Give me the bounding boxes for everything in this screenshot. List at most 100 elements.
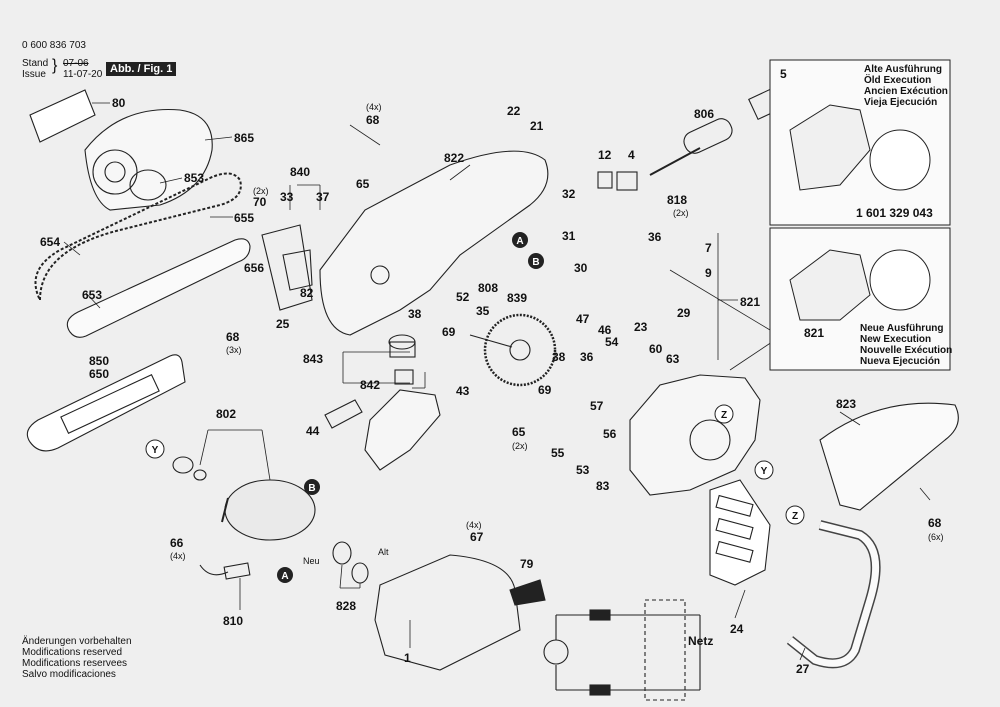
marker-circle xyxy=(754,460,774,480)
leader-line xyxy=(729,339,776,371)
circuit-field-coil-top xyxy=(589,609,611,621)
part-12-switch xyxy=(597,171,613,189)
callout-35: 35 xyxy=(476,304,490,318)
part-79-plate xyxy=(509,579,546,606)
callout-68: 68 xyxy=(226,330,240,344)
callout-5: 5 xyxy=(780,67,787,81)
part-25-tensioner xyxy=(261,224,313,311)
circuit-motor-symbol xyxy=(543,639,569,665)
callout-69: 69 xyxy=(442,325,456,339)
leader-line xyxy=(349,124,381,146)
part-821-bore xyxy=(689,419,731,461)
leader-line xyxy=(204,136,233,141)
callout-806: 806 xyxy=(694,107,714,121)
part-810-brush xyxy=(223,562,251,580)
marker-circle xyxy=(145,439,165,459)
part-35-shaft xyxy=(469,334,513,348)
callout-43: 43 xyxy=(456,384,470,398)
part-motor-bearing xyxy=(172,456,194,474)
inset-new-execution: 821 Neue Ausführung New Execution Nouvel… xyxy=(769,227,952,371)
inset-new-housing xyxy=(789,249,871,321)
inset-new-line: Neue Ausführung xyxy=(860,323,944,334)
inset-old-line: Vieja Ejecución xyxy=(864,97,937,108)
part-821-housing xyxy=(629,374,761,496)
callout-46: 46 xyxy=(598,323,612,337)
leader-line xyxy=(159,177,183,184)
marker-b: B xyxy=(532,257,539,268)
callout-44: 44 xyxy=(306,424,320,438)
bracket-glyph: } xyxy=(52,57,58,74)
part-822-housing xyxy=(319,150,549,336)
part-43-oil-tank xyxy=(364,389,441,471)
callout-38: 38 xyxy=(408,307,422,321)
callout-823: 823 xyxy=(836,397,856,411)
part-823-hand-guard xyxy=(819,402,959,511)
inset-old-execution: Alte Ausführung Öld Execution Ancien Exé… xyxy=(769,59,951,226)
callout-65: 65 xyxy=(356,177,370,191)
marker-z: Z xyxy=(721,410,727,421)
callout-32: 32 xyxy=(562,187,576,201)
stand-date: 07-06 xyxy=(63,58,89,69)
callout-842: 842 xyxy=(360,378,380,392)
leader-line xyxy=(261,429,271,481)
inset-old-detail-circle xyxy=(869,129,931,191)
callout-quantity: (3x) xyxy=(226,345,242,355)
part-24-slot xyxy=(715,540,754,563)
callout-33: 33 xyxy=(280,190,294,204)
part-cable xyxy=(649,147,701,176)
callout-83: 83 xyxy=(596,479,610,493)
callout-quantity: (6x) xyxy=(928,532,944,542)
callout-810: 810 xyxy=(223,614,243,628)
marker-y: Y xyxy=(761,466,768,477)
part-callouts: 80 865 853 655 654 656 653 68 (4x) 822 8… xyxy=(40,67,944,676)
callout-650: 650 xyxy=(89,367,109,381)
callout-24: 24 xyxy=(730,622,744,636)
leader-line xyxy=(839,411,861,426)
part-24-slot xyxy=(715,517,754,540)
callout-alt: Alt xyxy=(378,547,389,557)
callout-79: 79 xyxy=(520,557,534,571)
callout-70: 70 xyxy=(253,195,267,209)
callout-82: 82 xyxy=(300,286,314,300)
footer-line: Änderungen vorbehalten xyxy=(22,636,132,647)
part-80-plate xyxy=(29,89,96,143)
doc-number: 0 600 836 703 xyxy=(22,40,86,51)
part-82-plate xyxy=(282,249,313,291)
part-828-seal-new xyxy=(332,541,352,565)
leader-line xyxy=(339,564,343,589)
marker-circle xyxy=(528,253,544,269)
callout-quantity: (2x) xyxy=(673,208,689,218)
callout-quantity: (4x) xyxy=(466,520,482,530)
part-44-pump xyxy=(324,399,363,429)
part-653-guide-bar xyxy=(66,238,251,338)
callout-38: 38 xyxy=(552,350,566,364)
marker-a: A xyxy=(516,236,523,247)
callout-37: 37 xyxy=(316,190,330,204)
callout-12: 12 xyxy=(598,148,612,162)
part-1-motor-housing xyxy=(374,554,521,671)
part-839-gear xyxy=(483,313,557,387)
part-850-sheath xyxy=(26,354,186,452)
marker-z: Z xyxy=(792,511,798,522)
callout-68: 68 xyxy=(928,516,942,530)
callout-818: 818 xyxy=(667,193,687,207)
callout-80: 80 xyxy=(112,96,126,110)
part-motor-washer xyxy=(193,469,207,481)
leader-line xyxy=(669,269,771,331)
leader-lines xyxy=(63,102,931,661)
marker-a: A xyxy=(281,571,288,582)
callout-840: 840 xyxy=(290,165,310,179)
callout-21: 21 xyxy=(530,119,544,133)
callout-54: 54 xyxy=(605,335,619,349)
part-822-boss xyxy=(370,265,390,285)
marker-circle xyxy=(785,505,805,525)
callout-843: 843 xyxy=(303,352,323,366)
footer-line: Salvo modificaciones xyxy=(22,669,116,680)
callout-655: 655 xyxy=(234,211,254,225)
callout-802: 802 xyxy=(216,407,236,421)
inset-new-line: Nueva Ejecución xyxy=(860,356,940,367)
callout-853: 853 xyxy=(184,171,204,185)
inset-new-part-number: 821 xyxy=(804,326,824,340)
inset-new-line: New Execution xyxy=(860,334,931,345)
inset-old-part-number: 1 601 329 043 xyxy=(856,206,933,220)
